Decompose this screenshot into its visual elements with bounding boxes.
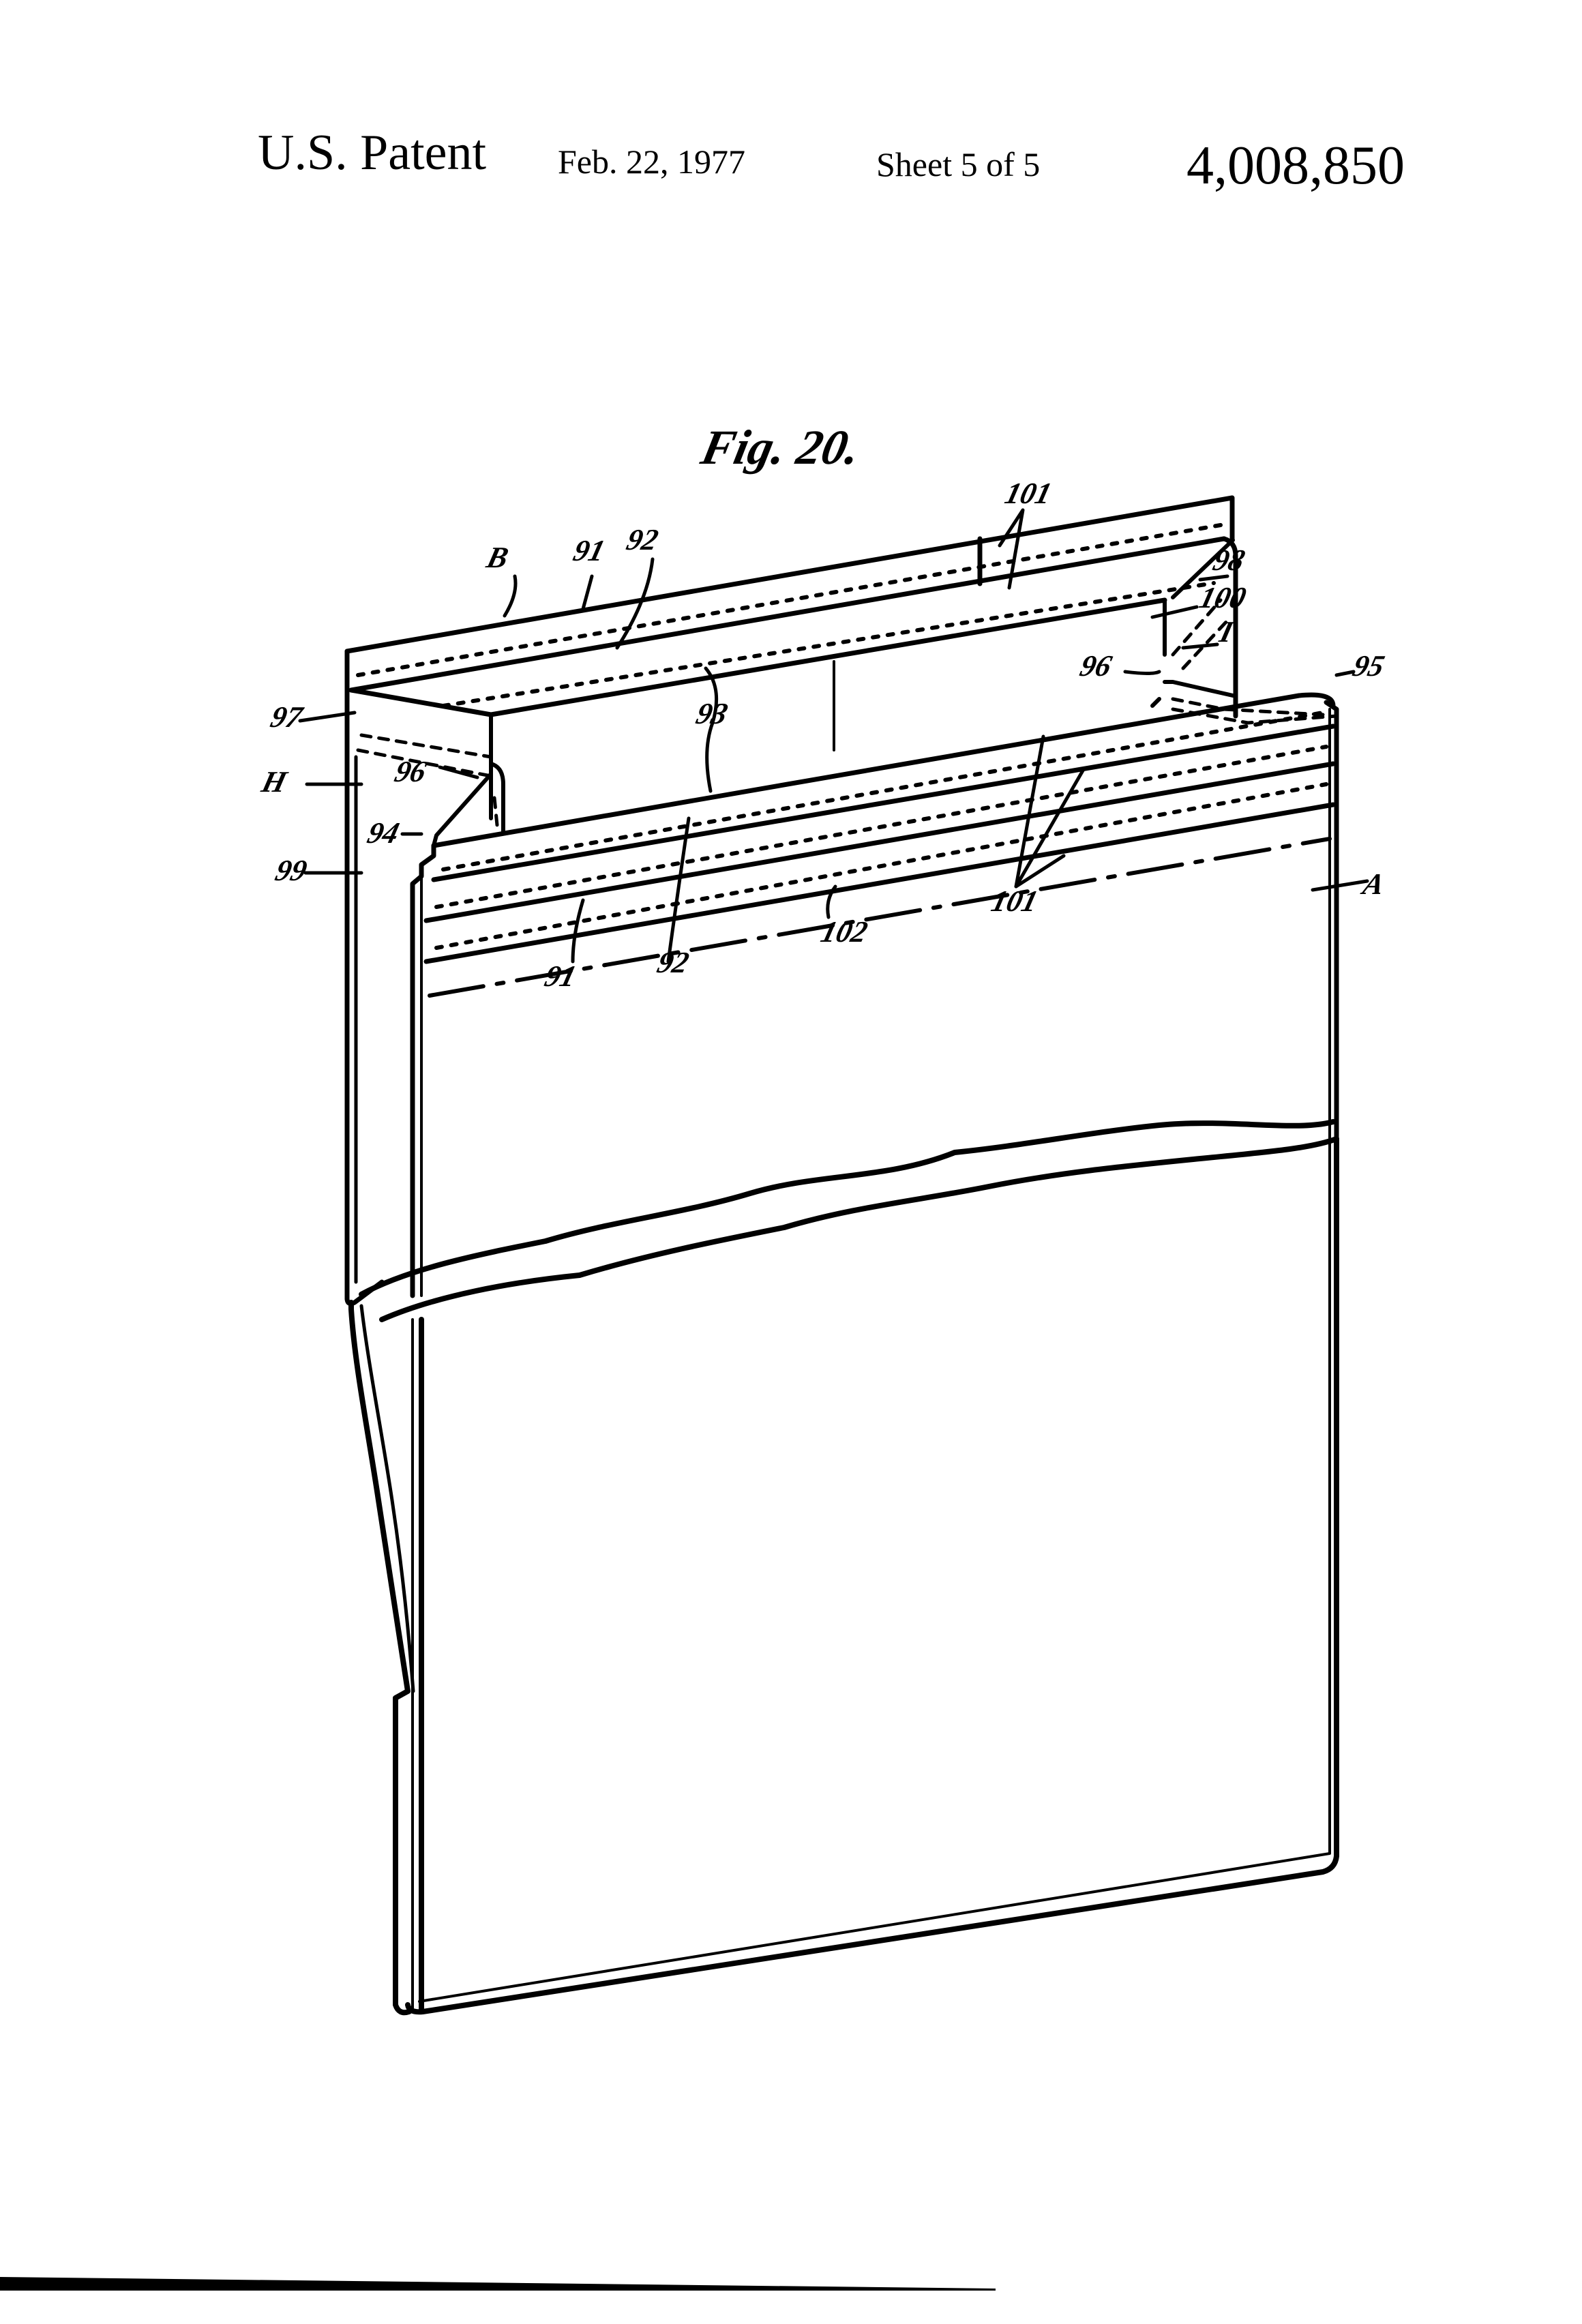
front-panel bbox=[410, 692, 1339, 1298]
label-102: 102 bbox=[818, 915, 871, 949]
side-edges bbox=[344, 693, 385, 1307]
front-panel-fold-lines bbox=[434, 711, 1328, 950]
back-panel-fold-lines bbox=[356, 523, 1223, 708]
label-100: 100 bbox=[1196, 581, 1250, 614]
break-line bbox=[359, 1119, 1339, 1322]
publication-label: U.S. Patent bbox=[258, 125, 487, 181]
inner-panel bbox=[432, 538, 1235, 848]
leader-lines bbox=[298, 508, 1369, 964]
back-panel bbox=[344, 495, 1238, 751]
lower-panel bbox=[348, 1136, 1339, 2016]
patent-number: 4,008,850 bbox=[1186, 136, 1405, 196]
publication-date: Feb. 22, 1977 bbox=[558, 143, 745, 181]
tear-line-102 bbox=[428, 837, 1332, 998]
label-101-top: 101 bbox=[1002, 477, 1056, 510]
sheet-number: Sheet 5 of 5 bbox=[876, 145, 1041, 183]
label-101-bottom: 101 bbox=[988, 884, 1042, 918]
